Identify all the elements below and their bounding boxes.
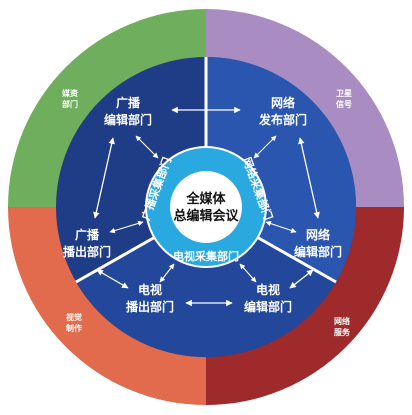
divider-line-bottom-left (75, 234, 158, 284)
dept-tv-air-line1: 电视 (138, 282, 162, 297)
outer-label-top-right-line2: 信号 (336, 99, 352, 109)
outer-label-top-left-line1: 媒资 (61, 88, 78, 98)
divider-line-bottom-right (254, 234, 337, 284)
arrow-net-edit-to-tv-edit (289, 269, 314, 289)
middle-label-bottom: 电视采集部门 (173, 249, 239, 263)
arrow-radio-air-to-tv-air (96, 269, 129, 289)
arrow-tv-edit-to-ring (239, 263, 257, 283)
center-label-line2: 总编辑会议 (173, 208, 239, 224)
arrow-radio-edit-to-ring (135, 135, 159, 159)
outer-label-bottom-right-line2: 服务 (334, 327, 351, 337)
dept-tv-air-line2: 播出部门 (126, 299, 174, 314)
dept-radio-edit-line2: 编辑部门 (103, 112, 152, 127)
dept-tv-edit-line1: 电视 (256, 282, 280, 297)
arrow-radio-air-to-ring (109, 220, 144, 234)
center-disc (170, 171, 242, 243)
center-label-line1: 全媒体 (185, 191, 226, 207)
dept-net-publish-line1: 网络 (271, 95, 295, 110)
arrow-net-edit-to-ring (265, 220, 297, 234)
arrow-net-publish-to-ring (253, 135, 277, 159)
dept-net-edit-line1: 网络 (306, 227, 330, 242)
dept-tv-edit-line2: 编辑部门 (243, 299, 292, 314)
dept-radio-air-line1: 广播 (75, 227, 100, 242)
arrow-net-publish-to-net-edit (298, 137, 320, 219)
dept-radio-edit-line1: 广播 (116, 95, 141, 110)
dept-radio-air-line2: 播出部门 (63, 244, 111, 259)
arrow-tv-air-to-ring (159, 263, 175, 283)
outer-label-top-left-line2: 部门 (62, 99, 78, 109)
dept-net-edit-line2: 编辑部门 (293, 244, 342, 259)
outer-label-bottom-left-line1: 视觉 (66, 312, 82, 322)
outer-label-bottom-right-line1: 网络 (334, 316, 350, 326)
outer-label-top-right-line1: 卫星 (336, 88, 352, 98)
outer-label-bottom-left-line2: 制作 (66, 323, 82, 333)
arrow-radio-edit-to-radio-air (93, 137, 115, 219)
dept-net-publish-line2: 发布部门 (258, 112, 307, 127)
